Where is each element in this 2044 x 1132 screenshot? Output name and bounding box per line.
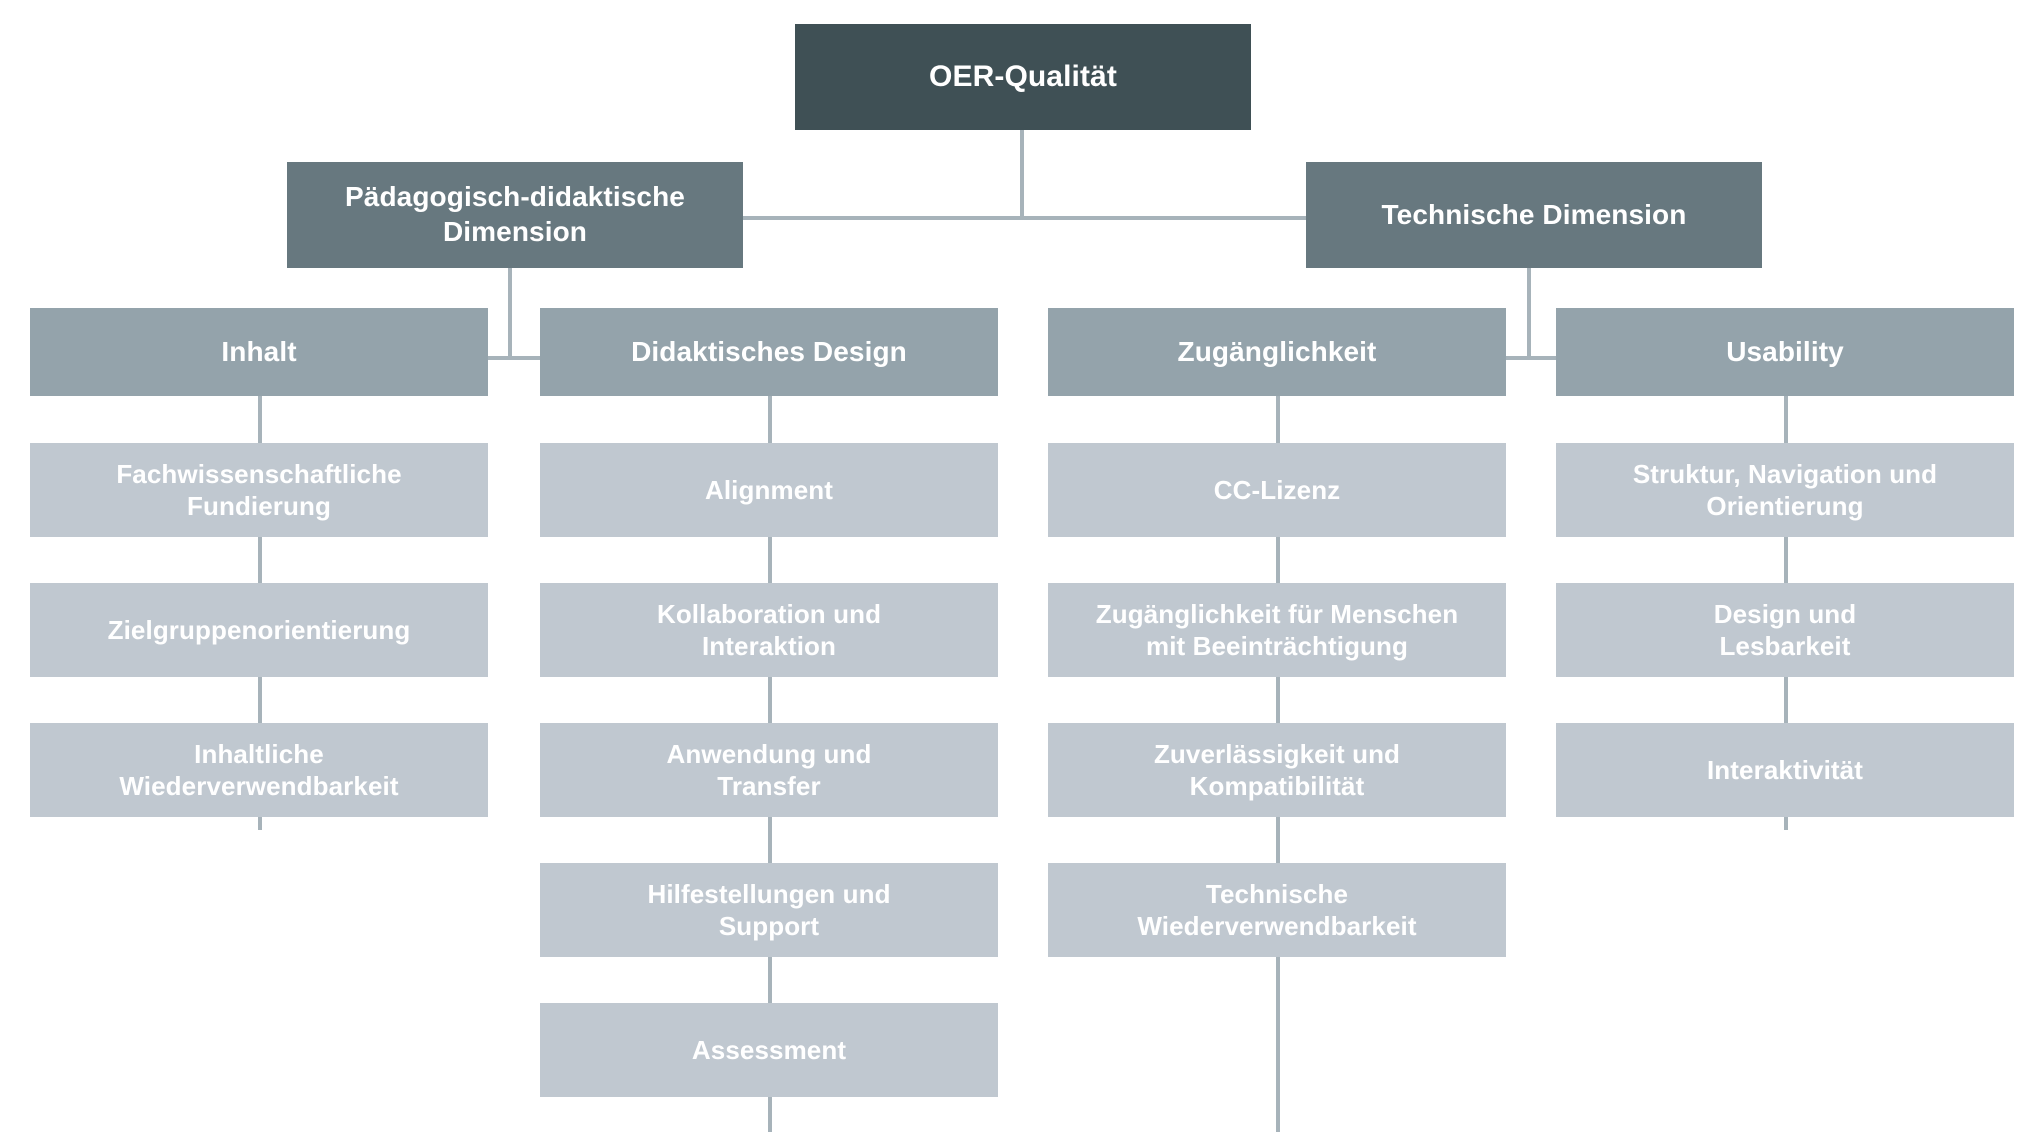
node-category-inhalt[interactable]: Inhalt <box>30 308 488 396</box>
node-label: Inhalt <box>221 335 297 367</box>
node-label: Alignment <box>704 474 833 505</box>
node-label: Interaktivität <box>1706 754 1863 785</box>
node-criterion-zielgruppenorientierung[interactable]: Zielgruppenorientierung <box>30 583 488 677</box>
node-criterion-technische-wiederverwendbarkeit[interactable]: Technische Wiederverwendbarkeit <box>1048 863 1506 957</box>
node-criterion-alignment[interactable]: Alignment <box>540 443 998 537</box>
node-label: OER-Qualität <box>929 60 1117 94</box>
node-criterion-zugaenglichkeit-fuer-menschen-mit-beeintraechtigung[interactable]: Zugänglichkeit für Menschen mit Beeinträ… <box>1048 583 1506 677</box>
node-criterion-inhaltliche-wiederverwendbarkeit[interactable]: Inhaltliche Wiederverwendbarkeit <box>30 723 488 817</box>
node-label: Zuverlässigkeit und Kompatibilität <box>1153 738 1401 801</box>
node-category-usability[interactable]: Usability <box>1556 308 2014 396</box>
node-label: Zugänglichkeit <box>1177 335 1377 367</box>
node-label: Fachwissenschaftliche Fundierung <box>116 458 402 521</box>
node-criterion-interaktivitaet[interactable]: Interaktivität <box>1556 723 2014 817</box>
connector-left-dimension-stem <box>508 267 512 359</box>
node-label: Didaktisches Design <box>631 335 907 367</box>
node-criterion-anwendung-und-transfer[interactable]: Anwendung und Transfer <box>540 723 998 817</box>
node-criterion-assessment[interactable]: Assessment <box>540 1003 998 1097</box>
node-criterion-zuverlaessigkeit-und-kompatibilitaet[interactable]: Zuverlässigkeit und Kompatibilität <box>1048 723 1506 817</box>
connector-root-stem <box>1020 129 1024 220</box>
node-label: CC-Lizenz <box>1213 474 1341 505</box>
connector-right-dimension-stem <box>1527 267 1531 359</box>
node-category-zugaenglichkeit[interactable]: Zugänglichkeit <box>1048 308 1506 396</box>
node-label: Zugänglichkeit für Menschen mit Beeinträ… <box>1095 598 1459 661</box>
node-label: Anwendung und Transfer <box>666 738 872 801</box>
node-criterion-fachwissenschaftliche-fundierung[interactable]: Fachwissenschaftliche Fundierung <box>30 443 488 537</box>
node-label: Technische Wiederverwendbarkeit <box>1137 878 1417 941</box>
node-criterion-cc-lizenz[interactable]: CC-Lizenz <box>1048 443 1506 537</box>
node-dimension-paedagogisch-didaktisch[interactable]: Pädagogisch-didaktische Dimension <box>287 162 743 268</box>
node-criterion-kollaboration-und-interaktion[interactable]: Kollaboration und Interaktion <box>540 583 998 677</box>
node-label: Design und Lesbarkeit <box>1713 598 1857 661</box>
node-label: Assessment <box>691 1034 847 1065</box>
node-label: Kollaboration und Interaktion <box>656 598 882 661</box>
node-criterion-hilfestellungen-und-support[interactable]: Hilfestellungen und Support <box>540 863 998 957</box>
connector-dimension-bus <box>742 216 1308 220</box>
node-label: Pädagogisch-didaktische Dimension <box>345 181 685 247</box>
node-label: Technische Dimension <box>1381 198 1687 230</box>
node-label: Zielgruppenorientierung <box>107 614 411 645</box>
node-dimension-technische[interactable]: Technische Dimension <box>1306 162 1762 268</box>
node-label: Hilfestellungen und Support <box>647 878 891 941</box>
node-criterion-design-und-lesbarkeit[interactable]: Design und Lesbarkeit <box>1556 583 2014 677</box>
connector-left-category-bus <box>488 356 546 360</box>
node-criterion-struktur-navigation-und-orientierung[interactable]: Struktur, Navigation und Orientierung <box>1556 443 2014 537</box>
connector-right-category-bus <box>1506 356 1564 360</box>
node-root-oer-qualitaet[interactable]: OER-Qualität <box>795 24 1251 130</box>
node-label: Struktur, Navigation und Orientierung <box>1632 458 1938 521</box>
node-label: Usability <box>1726 335 1844 367</box>
node-category-didaktisches-design[interactable]: Didaktisches Design <box>540 308 998 396</box>
node-label: Inhaltliche Wiederverwendbarkeit <box>119 738 399 801</box>
